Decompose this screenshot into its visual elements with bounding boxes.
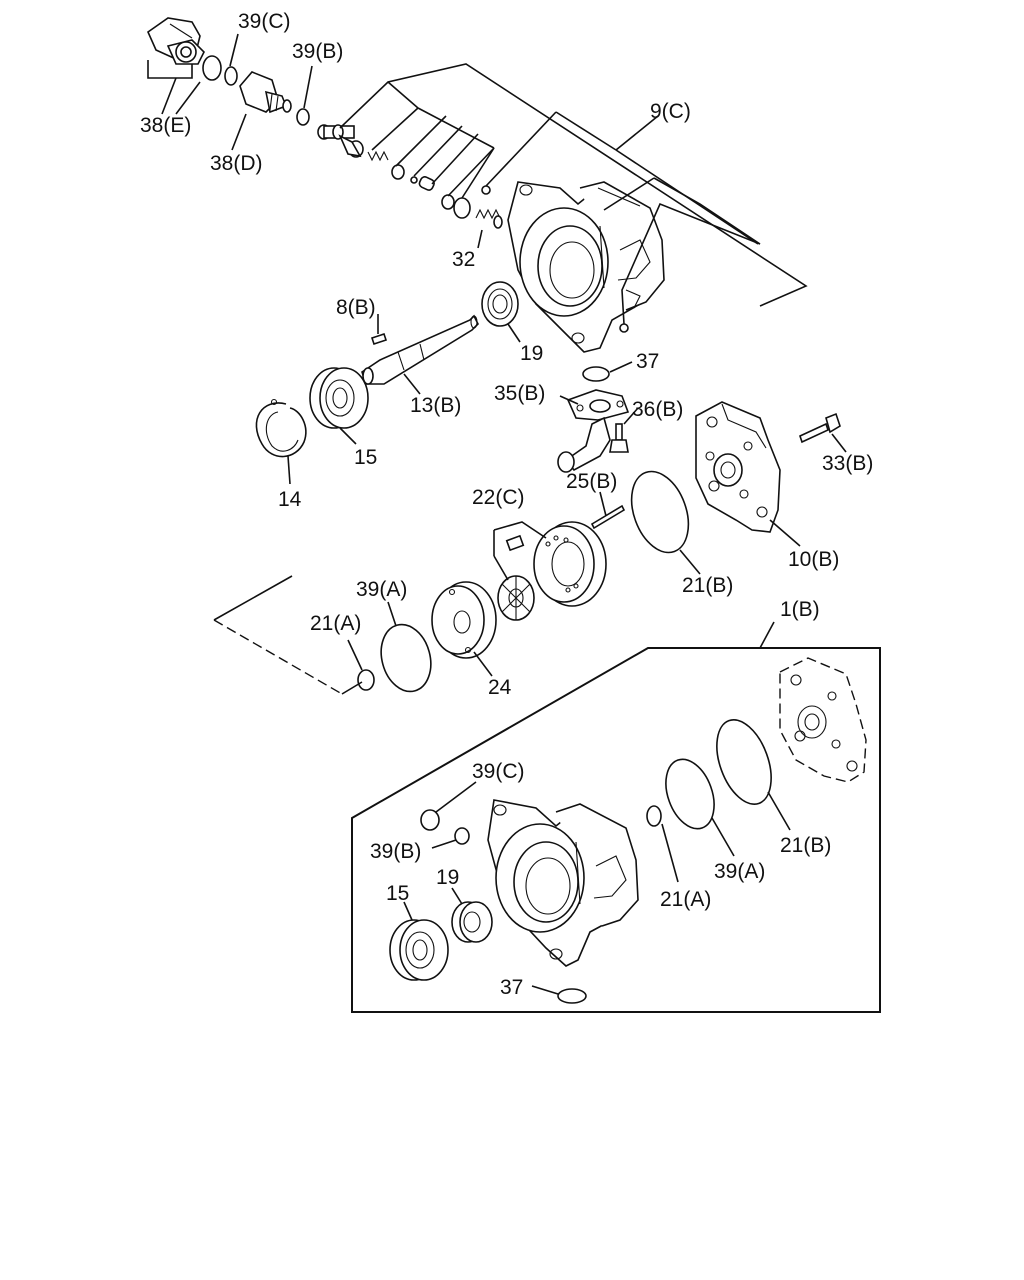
inset-bearing-19 — [451, 901, 493, 943]
shaft-13b — [361, 314, 479, 385]
inset-bearing-15 — [389, 919, 449, 981]
label-33b: 33(B) — [822, 452, 873, 475]
inset-oring-21a — [646, 805, 662, 827]
label-37: 37 — [636, 350, 659, 373]
label-39a: 39(A) — [356, 578, 407, 601]
bearing-15 — [309, 367, 369, 429]
fitting-38e — [147, 17, 205, 65]
inset-housing — [487, 799, 639, 967]
kit-1b-frame — [351, 647, 881, 1013]
inset-label-39a: 39(A) — [714, 860, 765, 883]
inset-label-37: 37 — [500, 976, 523, 999]
inset-oring-39a — [665, 758, 715, 830]
label-21b: 21(B) — [682, 574, 733, 597]
inset-label-15: 15 — [386, 882, 409, 905]
pump-housing-9c — [507, 181, 665, 353]
fitting-38d — [239, 71, 292, 114]
washer-38e — [202, 55, 222, 81]
ball-small — [410, 176, 418, 184]
cam-ring — [533, 521, 607, 607]
oring-39b-top — [296, 108, 310, 126]
label-8b: 8(B) — [336, 296, 376, 319]
inset-label-39c: 39(C) — [472, 760, 525, 783]
label-38d: 38(D) — [210, 152, 263, 175]
snap-ring-14 — [255, 398, 307, 458]
label-9c: 9(C) — [650, 100, 691, 123]
pin-small — [418, 176, 435, 191]
bolt-33b — [799, 412, 841, 444]
ball-housing — [619, 323, 629, 333]
label-24: 24 — [488, 676, 512, 699]
pin-25b — [590, 504, 626, 530]
washer-small — [441, 194, 455, 210]
label-32: 32 — [452, 248, 475, 271]
outlet-pipe-35b — [557, 389, 630, 473]
inset-oring-39b — [454, 827, 470, 845]
label-19: 19 — [520, 342, 543, 365]
spring-small — [367, 150, 389, 162]
label-36b: 36(B) — [632, 398, 683, 421]
oring-39c-top — [224, 66, 238, 86]
label-21a: 21(A) — [310, 612, 361, 635]
inset-label-21a: 21(A) — [660, 888, 711, 911]
oring-21b — [630, 470, 690, 554]
inset-label-39b: 39(B) — [370, 840, 421, 863]
vane-22c — [505, 534, 525, 552]
key-8b — [370, 332, 388, 346]
spring-32 — [475, 208, 503, 229]
valve-spool — [317, 124, 364, 158]
inset-label-19: 19 — [436, 866, 459, 889]
label-38e: 38(E) — [140, 114, 191, 137]
oring-21a — [357, 669, 375, 691]
side-plate-24 — [431, 581, 497, 659]
label-39c: 39(C) — [238, 10, 291, 33]
bolt-36b — [609, 423, 629, 453]
label-15: 15 — [354, 446, 377, 469]
oring-37 — [582, 366, 610, 382]
label-1b: 1(B) — [780, 598, 820, 621]
inset-oring-21b — [716, 719, 772, 805]
inset-label-21b: 21(B) — [780, 834, 831, 857]
inset-oring-37 — [557, 988, 587, 1004]
label-35b: 35(B) — [494, 382, 545, 405]
bearing-19 — [481, 281, 519, 327]
inset-oring-39c — [420, 809, 440, 831]
label-14: 14 — [278, 488, 302, 511]
plug-small — [391, 164, 405, 180]
oring-39a — [380, 623, 432, 693]
oring-small — [453, 197, 471, 219]
label-39b: 39(B) — [292, 40, 343, 63]
label-10b: 10(B) — [788, 548, 839, 571]
inset-cover — [779, 657, 867, 783]
ball-small-2 — [481, 185, 491, 195]
label-22c: 22(C) — [472, 486, 525, 509]
label-13b: 13(B) — [410, 394, 461, 417]
label-25b: 25(B) — [566, 470, 617, 493]
rotor-22c — [497, 575, 535, 621]
cover-10b — [695, 401, 781, 533]
